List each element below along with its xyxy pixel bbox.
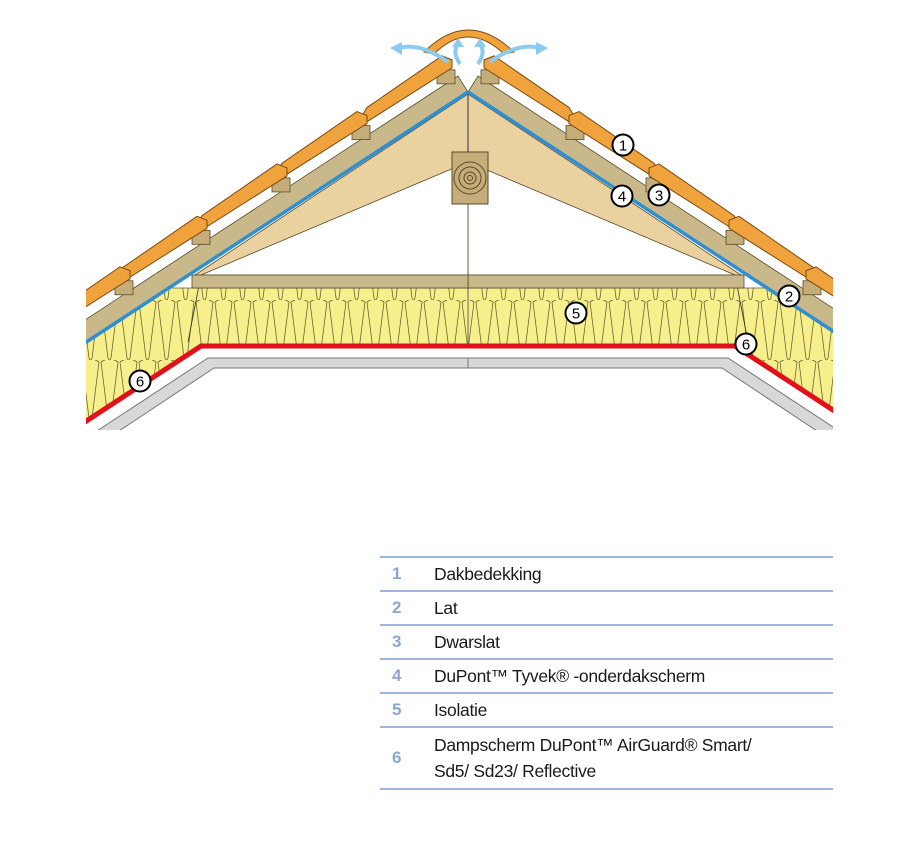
callout-6: 6 xyxy=(128,369,152,393)
legend-table: 1 Dakbedekking 2 Lat 3 Dwarslat 4 DuPont™ Ty… xyxy=(380,556,833,790)
legend-label-line1: Dampscherm DuPont™ AirGuard® Smart/ xyxy=(434,735,752,755)
legend-label: Dakbedekking xyxy=(434,564,542,584)
callout-number: 2 xyxy=(785,289,793,306)
airflow-arrowheads-icon xyxy=(390,38,548,55)
callout-number: 1 xyxy=(619,138,627,155)
batten xyxy=(881,332,899,346)
collar-beam xyxy=(467,274,745,289)
legend-row: 2 Lat xyxy=(380,592,833,626)
callout-3: 3 xyxy=(647,183,671,207)
legend-number: 3 xyxy=(392,632,402,651)
legend-row: 5 Isolatie xyxy=(380,694,833,728)
legend-number: 2 xyxy=(392,598,402,617)
legend-number: 6 xyxy=(392,748,402,767)
ridge-beam xyxy=(451,151,489,205)
callout-1: 1 xyxy=(611,133,635,157)
roof-right-half xyxy=(467,55,911,430)
tyvek-membrane xyxy=(467,90,833,334)
callout-number: 6 xyxy=(742,337,750,354)
roof-tile xyxy=(884,318,911,388)
roof-section-diagram: 1 2 3 4 5 6 6 xyxy=(0,29,911,430)
legend-label-line2: Sd5/ Sd23/ Reflective xyxy=(434,761,596,781)
legend-number: 1 xyxy=(392,564,402,583)
roof-tiles xyxy=(480,55,911,388)
callout-number: 4 xyxy=(618,189,626,206)
legend-number: 4 xyxy=(392,666,402,685)
rafter xyxy=(467,75,833,331)
legend-label: Lat xyxy=(434,598,458,618)
legend-label: Dampscherm DuPont™ AirGuard® Smart/Sd5/ … xyxy=(434,732,752,784)
legend-label: DuPont™ Tyvek® -onderdakscherm xyxy=(434,666,706,686)
callout-6: 6 xyxy=(734,332,758,356)
ridge-tile xyxy=(422,29,516,55)
legend-label: Isolatie xyxy=(434,700,488,720)
legend-row: 3 Dwarslat xyxy=(380,626,833,660)
callout-number: 5 xyxy=(572,306,580,323)
callout-2: 2 xyxy=(777,284,801,308)
legend-row: 4 DuPont™ Tyvek® -onderdakscherm xyxy=(380,660,833,694)
callout-5: 5 xyxy=(564,301,588,325)
legend-label: Dwarslat xyxy=(434,632,500,652)
legend-number: 5 xyxy=(392,700,402,719)
callout-number: 6 xyxy=(136,374,144,391)
roof-tile xyxy=(805,266,833,297)
callout-number: 3 xyxy=(655,188,663,205)
ceiling-board xyxy=(467,357,833,430)
callout-4: 4 xyxy=(610,184,634,208)
legend-row: 1 Dakbedekking xyxy=(380,558,833,592)
airflow-arrows-icon xyxy=(397,42,541,66)
legend-row: 6 Dampscherm DuPont™ AirGuard® Smart/Sd5/… xyxy=(380,728,833,790)
